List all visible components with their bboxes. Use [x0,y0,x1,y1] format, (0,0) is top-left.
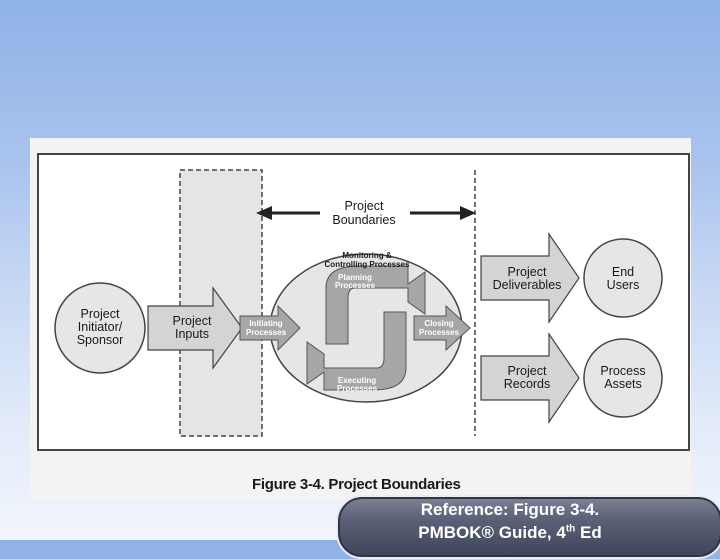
executing-label-2: Processes [337,384,378,393]
executing-label-1: Executing [338,376,376,385]
planning-label-1: Planning [338,273,372,282]
reference-edition-suffix: Ed [575,523,602,542]
figure-panel: Project Boundaries Project Initiator/ Sp… [30,138,691,500]
records-label-2: Records [504,377,551,391]
reference-line-2: PMBOK® Guide, 4th Ed [338,523,682,543]
closing-label-1: Closing [424,319,453,328]
project-boundaries-diagram: Project Boundaries Project Initiator/ Sp… [37,153,690,451]
monitoring-label-2: Controlling Processes [325,260,410,269]
process-assets-circle [583,338,663,418]
closing-arrow [413,304,471,352]
initiating-label-1: Initiating [249,319,282,328]
closing-label-2: Processes [419,328,460,337]
reference-line-2-text: PMBOK® Guide, 4 [418,523,566,542]
initiator-label-2: Initiator/ [78,320,123,334]
end-users-circle [583,238,663,318]
boundaries-arrow [256,206,476,220]
boundaries-label-2: Boundaries [332,213,395,227]
end-users-label-1: End [612,265,634,279]
initiator-circle [54,282,146,374]
process-assets-label-1: Process [600,364,645,378]
monitoring-label-1: Monitoring & [342,251,392,260]
records-arrow [480,332,580,424]
boundaries-label-1: Project [345,199,384,213]
process-cycle-shape [306,265,426,391]
initiator-label-1: Project [81,307,120,321]
inputs-arrow [147,286,243,370]
planning-label-2: Processes [335,281,376,290]
reference-edition-superscript: th [565,523,576,535]
reference-line-1: Reference: Figure 3-4. [420,500,600,519]
inputs-label-1: Project [173,314,212,328]
initiating-label-2: Processes [246,328,287,337]
records-label-1: Project [508,364,547,378]
initiating-arrow [239,304,301,352]
inputs-label-2: Inputs [175,327,209,341]
deliverables-label-2: Deliverables [493,278,562,292]
deliverables-label-1: Project [508,265,547,279]
process-assets-label-2: Assets [604,377,642,391]
initiator-label-3: Sponsor [77,333,124,347]
end-users-label-2: Users [607,278,640,292]
figure-caption: Figure 3-4. Project Boundaries [252,476,461,493]
deliverables-arrow [480,232,580,324]
reference-badge: Reference: Figure 3-4. PMBOK® Guide, 4th… [336,495,720,559]
